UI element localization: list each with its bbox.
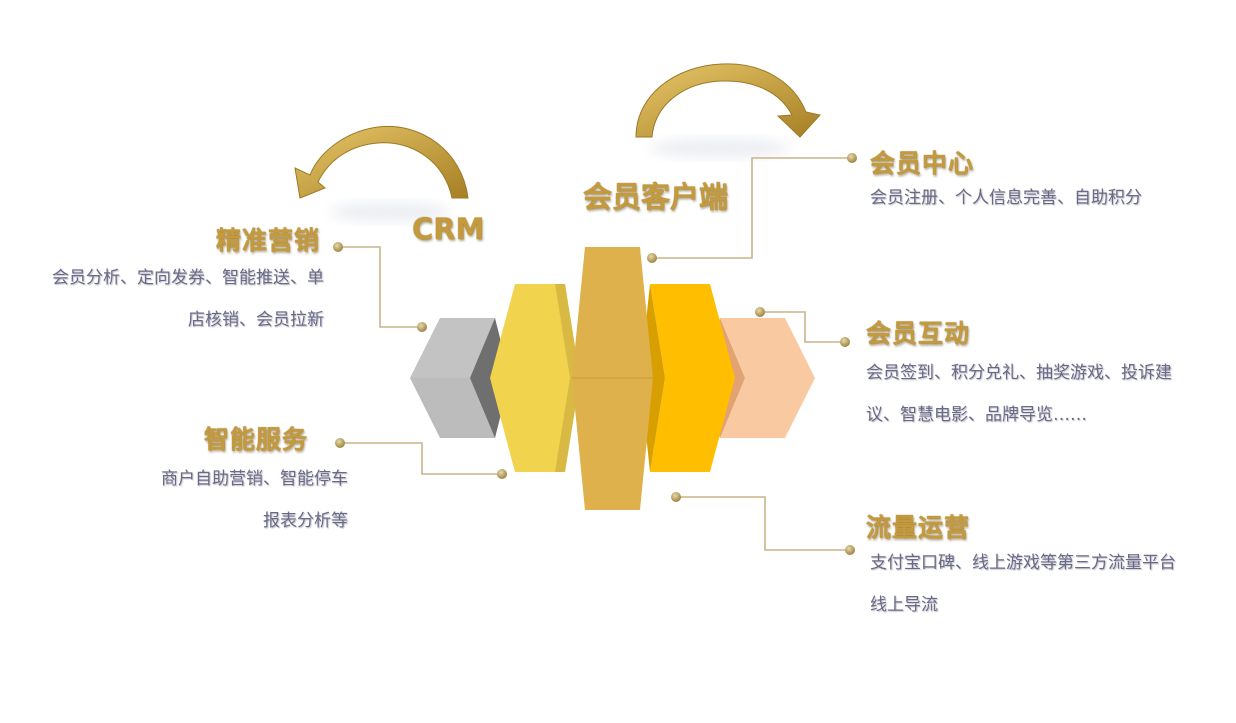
connector-precision-marketing [338,246,422,328]
connector-dot [335,438,345,448]
desc-line: 线上导流 [870,595,938,615]
item-precision-marketing-desc: 会员分析、定向发券、智能推送、单 店核销、会员拉新 [52,257,324,341]
desc-line: 报表分析等 [263,511,348,531]
desc-line: 支付宝口碑、线上游戏等第三方流量平台 [870,553,1176,573]
connector-dot [647,253,657,263]
curved-arrow-right-icon [635,63,821,138]
connector-dot [671,492,681,502]
item-member-interaction-desc: 会员签到、积分兑礼、抽奖游戏、投诉建 议、智慧电影、品牌导览…… [866,352,1172,436]
connector-dot [840,337,850,347]
central-blocks [410,247,815,510]
desc-line: 商户自助营销、智能停车 [161,469,348,489]
item-traffic-ops-title: 流量运营 [866,513,971,542]
connector-lines [338,157,852,551]
block-yellow [490,284,580,472]
item-member-center-desc: 会员注册、个人信息完善、自助积分 [870,177,1142,219]
curved-arrow-left-icon [294,125,469,199]
connector-dot [847,153,857,163]
crm-label: CRM [412,212,485,246]
connector-member-interaction [760,311,845,343]
connector-dot [497,469,507,479]
item-precision-marketing-title: 精准营销 [215,226,320,255]
desc-line: 会员注册、个人信息完善、自助积分 [870,188,1142,208]
connector-smart-service [340,442,502,475]
item-member-interaction-title: 会员互动 [866,319,971,348]
connector-traffic-ops [676,496,850,551]
connector-dots [333,153,857,555]
desc-line: 会员分析、定向发券、智能推送、单 [52,268,324,288]
connector-dot [333,242,343,252]
item-smart-service-desc: 商户自助营销、智能停车 报表分析等 [161,458,348,542]
client-label: 会员客户端 [583,180,729,214]
block-orange [640,284,735,472]
block-gold-center [572,247,653,510]
connector-dot [417,322,427,332]
connector-dot [755,307,765,317]
desc-line: 会员签到、积分兑礼、抽奖游戏、投诉建 [866,363,1172,383]
connector-dot [845,545,855,555]
connector-member-center [652,157,852,259]
item-member-center-title: 会员中心 [870,149,975,178]
item-smart-service-title: 智能服务 [203,425,308,454]
desc-line: 议、智慧电影、品牌导览…… [866,405,1087,425]
item-traffic-ops-desc: 支付宝口碑、线上游戏等第三方流量平台 线上导流 [870,542,1176,626]
desc-line: 店核销、会员拉新 [188,310,324,330]
